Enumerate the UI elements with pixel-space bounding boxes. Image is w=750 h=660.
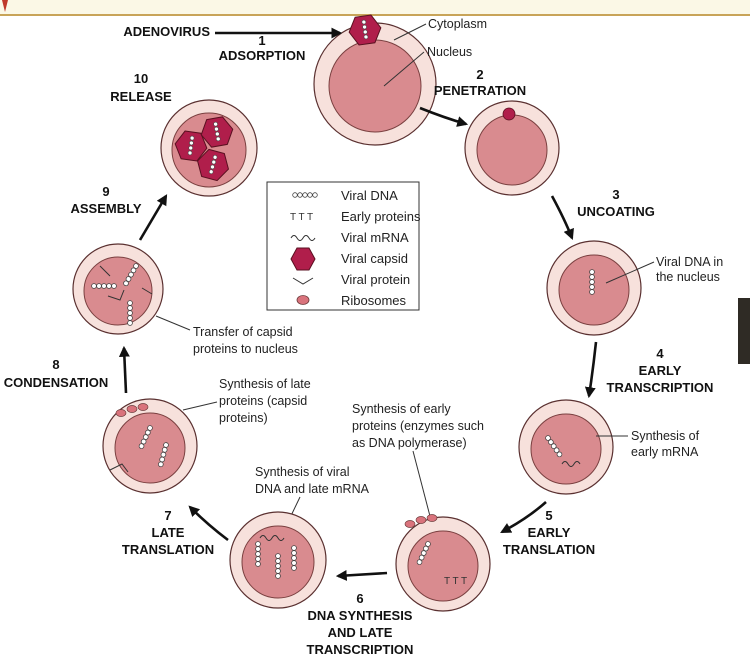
viral-capsid-icon bbox=[290, 247, 316, 271]
step-6-line2: AND LATE bbox=[328, 625, 393, 640]
step-3-number: 3 bbox=[612, 187, 619, 202]
top-strip bbox=[0, 0, 750, 14]
step-2-number: 2 bbox=[476, 67, 483, 82]
step-9-name: ASSEMBLY bbox=[70, 201, 141, 216]
step-6-line1: DNA SYNTHESIS bbox=[308, 608, 413, 623]
transfer-capsid-line2: proteins to nucleus bbox=[193, 342, 298, 356]
cell-adsorption bbox=[313, 22, 437, 146]
step-5-number: 5 bbox=[545, 508, 552, 523]
step-10-number: 10 bbox=[134, 71, 148, 86]
early-proteins-icon: T T T bbox=[290, 212, 313, 223]
early-proteins-ann-line3: as DNA polymerase) bbox=[352, 436, 467, 450]
step-6-line3: TRANSCRIPTION bbox=[307, 642, 414, 657]
step-7-line2: TRANSLATION bbox=[122, 542, 214, 557]
step-1-name: ADSORPTION bbox=[219, 48, 306, 63]
viral-mrna-icon bbox=[290, 235, 316, 241]
cytoplasm-label: Cytoplasm bbox=[428, 17, 487, 31]
viral-dna-nucleus-pointer bbox=[605, 261, 655, 284]
cell-uncoating bbox=[546, 240, 642, 336]
step-6-number: 6 bbox=[356, 591, 363, 606]
late-proteins-line2: proteins (capsid bbox=[219, 394, 307, 408]
arrow-3-to-4 bbox=[584, 341, 598, 399]
nucleus-pointer bbox=[383, 51, 425, 87]
legend-viral-dna: Viral DNA bbox=[341, 188, 398, 203]
step-4-line1: EARLY bbox=[639, 363, 682, 378]
transfer-capsid-line1: Transfer of capsid bbox=[193, 325, 293, 339]
viral-protein-icon bbox=[292, 277, 314, 285]
viral-dna-nucleus-line1: Viral DNA in bbox=[656, 255, 723, 269]
step-5-line2: TRANSLATION bbox=[503, 542, 595, 557]
ribosome-icon bbox=[426, 514, 438, 522]
legend: Viral DNA T T T Early proteins Viral mRN… bbox=[266, 181, 421, 311]
step-9-number: 9 bbox=[102, 184, 109, 199]
legend-viral-capsid: Viral capsid bbox=[341, 251, 408, 266]
early-proteins-ann-line2: proteins (enzymes such bbox=[352, 419, 484, 433]
legend-early-proteins: Early proteins bbox=[341, 209, 421, 224]
ribosomes-icon bbox=[296, 295, 310, 305]
legend-viral-mrna: Viral mRNA bbox=[341, 230, 409, 245]
step-4-line2: TRANSCRIPTION bbox=[607, 380, 714, 395]
viral-mrna-icon bbox=[561, 461, 581, 467]
cell-early-translation: T T T bbox=[395, 514, 491, 612]
nucleus-label: Nucleus bbox=[427, 45, 472, 59]
arrow-2-to-3 bbox=[550, 195, 574, 241]
step-7-line1: LATE bbox=[152, 525, 185, 540]
arrow-8-to-9 bbox=[138, 194, 168, 241]
viral-dna-late-mrna-line2: DNA and late mRNA bbox=[255, 482, 370, 496]
legend-box bbox=[266, 181, 420, 311]
late-proteins-line3: proteins) bbox=[219, 411, 268, 425]
early-proteins-ann-line1: Synthesis of early bbox=[352, 402, 451, 416]
step-10-name: RELEASE bbox=[110, 89, 172, 104]
early-mrna-line1: Synthesis of bbox=[631, 429, 700, 443]
arrow-1-to-2 bbox=[419, 106, 469, 127]
cell-condensation bbox=[72, 243, 164, 335]
viral-dna-icon bbox=[292, 192, 318, 198]
late-proteins-pointer bbox=[182, 401, 218, 411]
corner-mark-icon bbox=[2, 0, 8, 12]
legend-ribosomes: Ribosomes bbox=[341, 293, 407, 308]
viral-dna-chain-icon bbox=[589, 269, 595, 295]
adenovirus-label: ADENOVIRUS bbox=[123, 24, 210, 39]
early-mrna-line2: early mRNA bbox=[631, 445, 699, 459]
step-3-name: UNCOATING bbox=[577, 204, 655, 219]
ribosome-icon bbox=[404, 520, 416, 528]
step-8-name: CONDENSATION bbox=[4, 375, 108, 390]
right-side-tab bbox=[738, 298, 750, 364]
step-8-number: 8 bbox=[52, 357, 59, 372]
viral-dna-nucleus-line2: the nucleus bbox=[656, 270, 720, 284]
transfer-capsid-pointer bbox=[155, 315, 191, 331]
cell-assembly bbox=[160, 99, 258, 197]
step-1-number: 1 bbox=[258, 33, 265, 48]
step-5-line1: EARLY bbox=[528, 525, 571, 540]
top-border bbox=[0, 14, 750, 16]
viral-dna-late-mrna-line1: Synthesis of viral bbox=[255, 465, 349, 479]
arrow-5-to-6 bbox=[335, 570, 388, 581]
legend-viral-protein: Viral protein bbox=[341, 272, 410, 287]
early-proteins-icon: T T T bbox=[444, 576, 467, 587]
step-7-number: 7 bbox=[164, 508, 171, 523]
arrow-4-to-5 bbox=[500, 501, 547, 534]
ribosome-icon bbox=[415, 516, 427, 524]
penetrating-capsid-icon bbox=[502, 107, 516, 121]
arrow-7-to-8 bbox=[118, 345, 130, 394]
late-proteins-line1: Synthesis of late bbox=[219, 377, 311, 391]
cell-dna-synthesis bbox=[229, 511, 327, 609]
arrow-6-to-7 bbox=[188, 505, 229, 542]
step-4-number: 4 bbox=[656, 346, 664, 361]
cell-early-transcription bbox=[518, 399, 614, 495]
cell-penetration bbox=[464, 100, 560, 196]
cell-late-translation bbox=[102, 398, 198, 494]
step-2-name: PENETRATION bbox=[434, 83, 526, 98]
early-proteins-pointer bbox=[412, 450, 432, 521]
cytoplasm-pointer bbox=[393, 23, 427, 41]
